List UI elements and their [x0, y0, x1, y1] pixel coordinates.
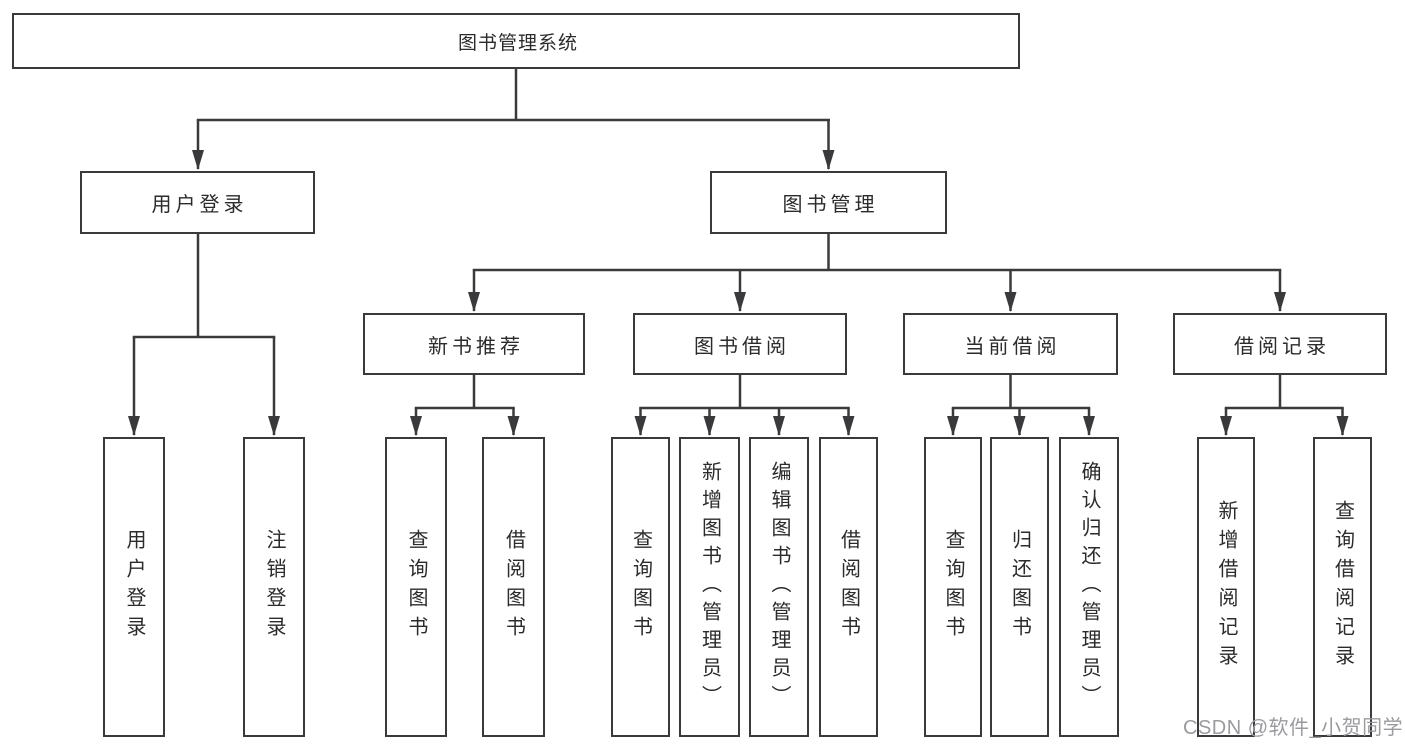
node-borrowing-records: 借阅记录 [1173, 313, 1387, 375]
node-leaf-logout-label: 注销登录 [263, 529, 285, 645]
node-leaf-return-books: 归还图书 [990, 437, 1049, 737]
node-leaf-query-books-3-label: 查询图书 [942, 529, 964, 645]
node-leaf-query-books-1: 查询图书 [385, 437, 447, 737]
node-leaf-add-borrow-record-label: 新增借阅记录 [1215, 500, 1237, 674]
node-leaf-query-borrow-record-label: 查询借阅记录 [1331, 500, 1354, 674]
connector-current-to-leaves [947, 375, 1095, 436]
node-leaf-borrow-books-1: 借阅图书 [482, 437, 545, 737]
connector-login-to-leaves [128, 234, 280, 436]
node-book-borrowing-label: 图书借阅 [694, 335, 790, 358]
watermark: CSDN @软件_小贺同学 [1183, 717, 1404, 739]
connector-records-to-leaves [1220, 375, 1349, 436]
connector-recommend-to-leaves [410, 375, 520, 436]
node-book-management-label: 图书管理 [782, 194, 879, 216]
node-book-management: 图书管理 [710, 171, 947, 234]
node-leaf-add-borrow-record: 新增借阅记录 [1197, 437, 1255, 737]
node-new-book-recommend-label: 新书推荐 [428, 335, 524, 358]
node-leaf-borrow-books-2: 借阅图书 [819, 437, 878, 737]
node-leaf-query-books-3: 查询图书 [924, 437, 982, 737]
node-leaf-edit-books-admin-label: 编辑图书（管理员） [768, 461, 790, 713]
node-leaf-borrow-books-2-label: 借阅图书 [837, 529, 860, 645]
node-current-borrowing: 当前借阅 [903, 313, 1118, 375]
node-leaf-query-books-2: 查询图书 [611, 437, 670, 737]
node-leaf-add-books-admin-label: 新增图书（管理员） [698, 461, 721, 713]
node-borrowing-records-label: 借阅记录 [1234, 335, 1330, 358]
node-leaf-query-borrow-record: 查询借阅记录 [1313, 437, 1372, 737]
node-leaf-confirm-return-admin: 确认归还（管理员） [1059, 437, 1119, 737]
node-leaf-confirm-return-admin-label: 确认归还（管理员） [1078, 461, 1100, 713]
node-leaf-borrow-books-1-label: 借阅图书 [502, 529, 525, 645]
connector-management-to-level3 [468, 234, 1286, 312]
connector-borrowing-to-leaves [634, 375, 855, 436]
node-leaf-query-books-2-label: 查询图书 [629, 529, 652, 645]
node-user-login-group: 用户登录 [80, 171, 315, 234]
node-leaf-edit-books-admin: 编辑图书（管理员） [749, 437, 809, 737]
connector-root-to-level2 [192, 69, 835, 170]
node-leaf-return-books-label: 归还图书 [1008, 529, 1031, 645]
node-new-book-recommend: 新书推荐 [363, 313, 585, 375]
node-library-system: 图书管理系统 [12, 13, 1020, 69]
node-current-borrowing-label: 当前借阅 [964, 335, 1061, 358]
node-book-borrowing: 图书借阅 [633, 313, 847, 375]
node-leaf-query-books-1-label: 查询图书 [405, 529, 427, 645]
node-library-system-label: 图书管理系统 [457, 32, 578, 54]
node-user-login-group-label: 用户登录 [151, 194, 248, 216]
node-leaf-add-books-admin: 新增图书（管理员） [679, 437, 740, 737]
node-leaf-user-login-label: 用户登录 [123, 529, 145, 645]
node-leaf-user-login: 用户登录 [103, 437, 165, 737]
node-leaf-logout: 注销登录 [243, 437, 305, 737]
